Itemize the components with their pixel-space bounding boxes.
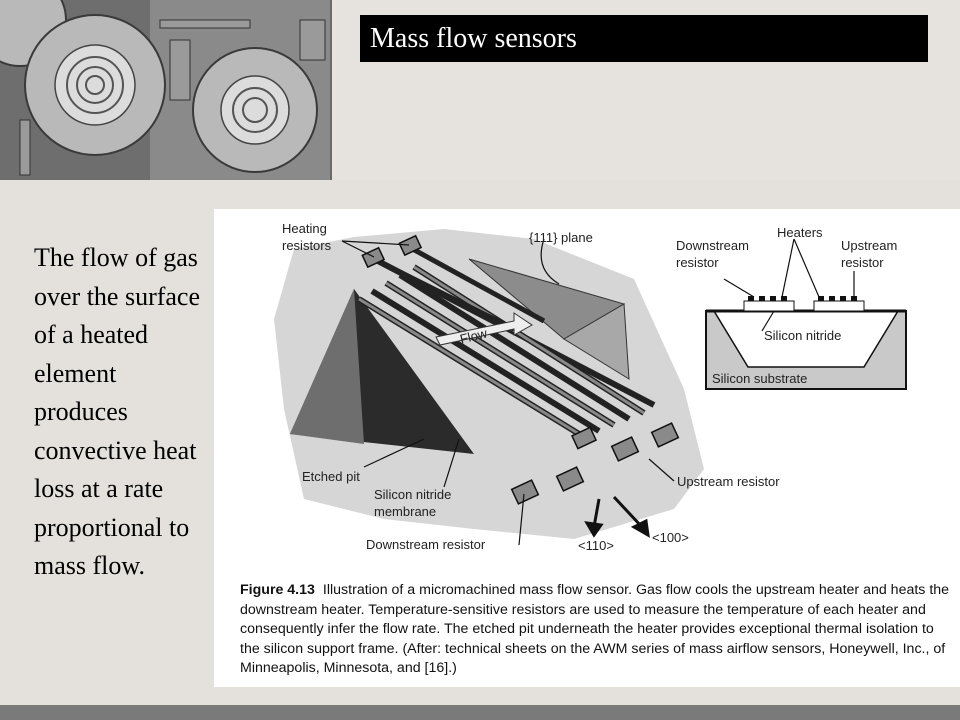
label-silicon-nitride: Silicon nitride bbox=[764, 328, 841, 343]
label-heating-1: Heating bbox=[282, 221, 327, 236]
label-membrane-2: membrane bbox=[374, 504, 436, 519]
label-upstream-inset-1: Upstream bbox=[841, 238, 897, 253]
label-upstream-resistor: Upstream resistor bbox=[677, 474, 780, 489]
label-etched-pit: Etched pit bbox=[302, 469, 360, 484]
plane-111-side bbox=[563, 303, 630, 380]
slide-title: Mass flow sensors bbox=[360, 15, 928, 62]
etched-pit-face bbox=[290, 289, 364, 444]
label-upstream-inset-2: resistor bbox=[841, 255, 884, 270]
label-membrane-1: Silicon nitride bbox=[374, 487, 451, 502]
label-downstream-inset-1: Downstream bbox=[676, 238, 749, 253]
cross-section-inset bbox=[705, 238, 907, 390]
bottom-strip bbox=[0, 705, 960, 720]
flow-label: Flow bbox=[458, 325, 489, 346]
slide-body-text: The flow of gas over the surface of a he… bbox=[34, 243, 201, 580]
label-silicon-substrate: Silicon substrate bbox=[712, 371, 807, 386]
photo-divider bbox=[330, 0, 332, 180]
gear-photo bbox=[0, 0, 332, 180]
label-downstream-inset-2: resistor bbox=[676, 255, 719, 270]
mass-flow-sensor-figure: Flow bbox=[214, 209, 960, 687]
label-heating-2: resistors bbox=[282, 238, 332, 253]
label-plane-111: {111} plane bbox=[529, 230, 593, 245]
label-dir-100: <100> bbox=[652, 530, 689, 545]
label-dir-110: <110> bbox=[578, 538, 614, 553]
label-heaters: Heaters bbox=[777, 225, 823, 240]
figure-number: Figure 4.13 bbox=[240, 582, 315, 598]
caption-text: Illustration of a micromachined mass flo… bbox=[240, 582, 950, 677]
sensor-illustration: Flow bbox=[274, 221, 907, 553]
flow-arrow bbox=[435, 312, 533, 346]
contact-pads bbox=[361, 234, 680, 505]
direction-arrows bbox=[584, 495, 650, 538]
label-downstream-resistor: Downstream resistor bbox=[366, 537, 486, 552]
